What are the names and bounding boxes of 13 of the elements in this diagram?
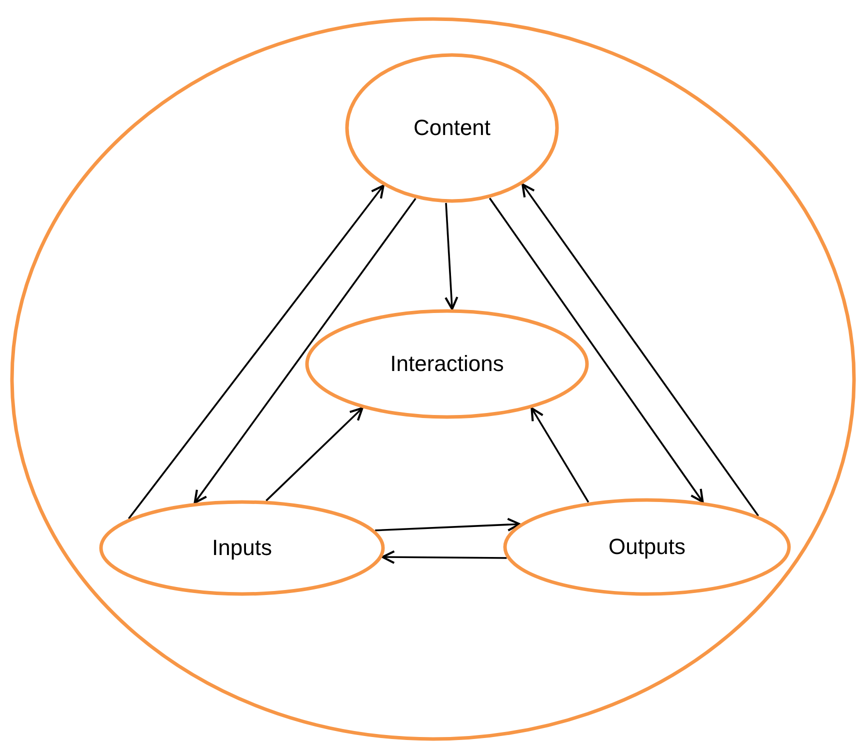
node-label: Outputs	[607, 534, 687, 560]
arrow	[488, 198, 704, 503]
arrow	[444, 202, 458, 310]
arrow	[128, 184, 384, 520]
node-label: Inputs	[211, 535, 273, 561]
arrow	[530, 407, 590, 503]
arrow	[381, 550, 507, 564]
arrow	[375, 518, 521, 532]
arrow	[266, 407, 364, 502]
arrow	[522, 183, 760, 516]
node-label: Interactions	[389, 351, 505, 377]
node-label: Content	[412, 115, 492, 141]
arrow	[194, 198, 416, 504]
